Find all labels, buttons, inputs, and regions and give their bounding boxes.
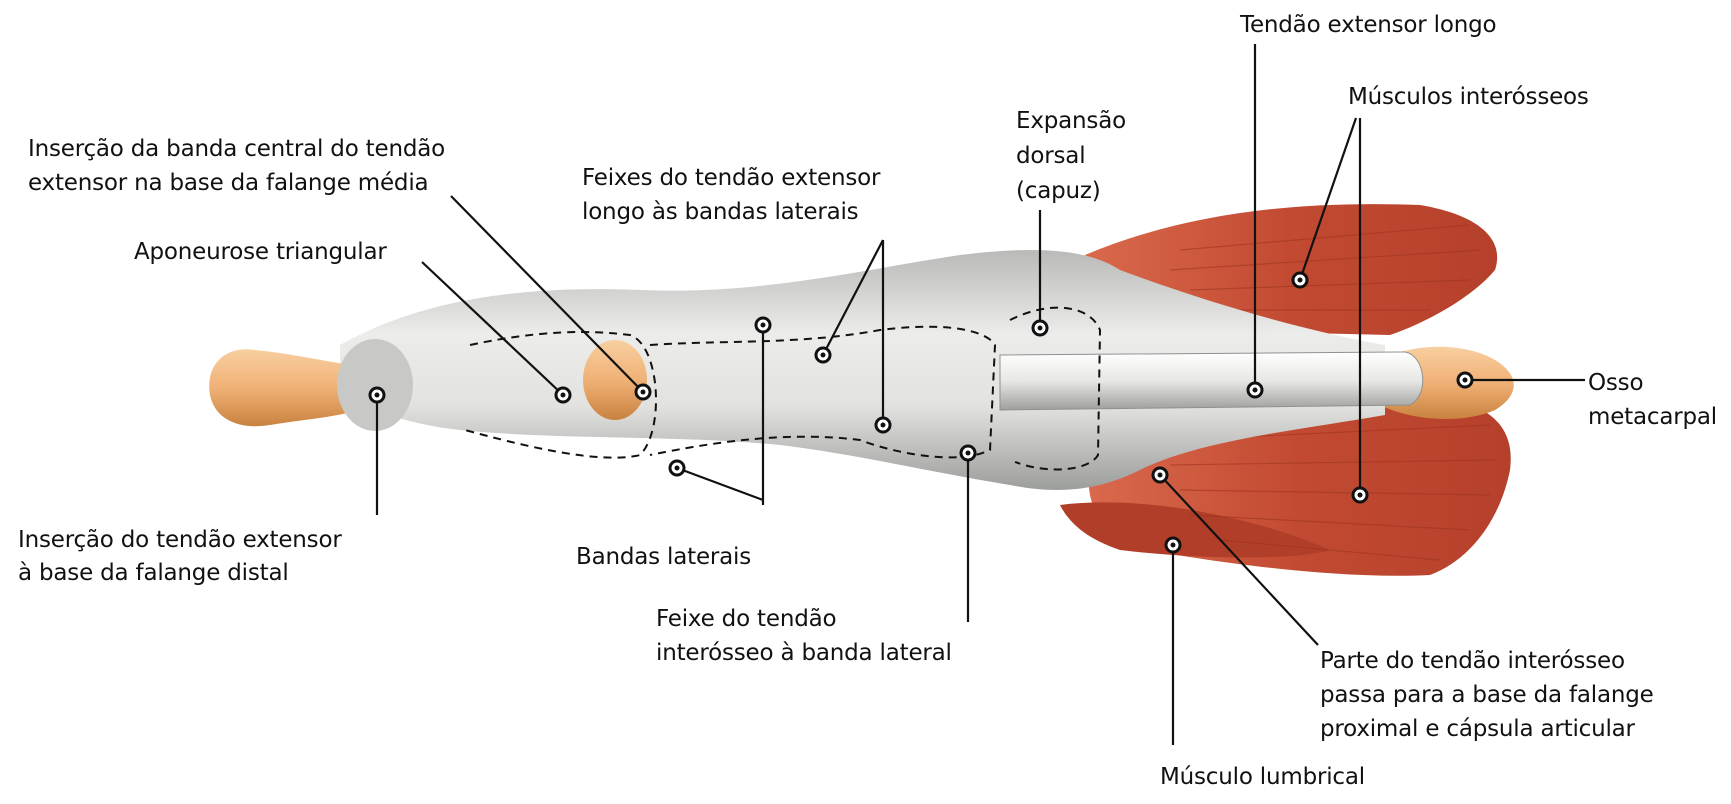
pin-marker [1166, 538, 1180, 552]
pin-marker [1033, 321, 1047, 335]
label-bandas-laterais: Bandas laterais [576, 542, 751, 573]
pin-marker [876, 418, 890, 432]
label-expansao-dorsal-3: (capuz) [1016, 176, 1101, 207]
pin-marker [816, 348, 830, 362]
label-musculo-lumbrical: Músculo lumbrical [1160, 762, 1365, 793]
label-feixe-interosseo-1: Feixe do tendão [656, 604, 836, 635]
label-parte-tendao-interosseo-1: Parte do tendão interósseo [1320, 646, 1625, 677]
label-expansao-dorsal-1: Expansão [1016, 106, 1126, 137]
label-osso-metacarpal-1: Osso [1588, 368, 1643, 399]
pin-marker [756, 318, 770, 332]
label-feixes-tendao-extensor-1: Feixes do tendão extensor [582, 163, 880, 194]
label-aponeurose-triangular: Aponeurose triangular [134, 237, 387, 268]
label-osso-metacarpal-2: metacarpal [1588, 402, 1717, 433]
label-insercao-falange-distal-2: à base da falange distal [18, 558, 289, 589]
pin-marker [370, 388, 384, 402]
pin-marker [961, 446, 975, 460]
pin-marker [1153, 468, 1167, 482]
label-feixes-tendao-extensor-2: longo às bandas laterais [582, 197, 858, 228]
label-parte-tendao-interosseo-3: proximal e cápsula articular [1320, 714, 1635, 745]
pin-marker [1293, 273, 1307, 287]
label-musculos-interosseos: Músculos interósseos [1348, 82, 1589, 113]
label-expansao-dorsal-2: dorsal [1016, 141, 1085, 172]
pin-marker [670, 461, 684, 475]
label-tendao-extensor-longo: Tendão extensor longo [1240, 10, 1496, 41]
label-parte-tendao-interosseo-2: passa para a base da falange [1320, 680, 1654, 711]
label-insercao-falange-distal-1: Inserção do tendão extensor [18, 525, 342, 556]
label-insercao-banda-central-1: Inserção da banda central do tendão [28, 134, 445, 165]
pin-marker [556, 388, 570, 402]
label-insercao-banda-central-2: extensor na base da falange média [28, 168, 428, 199]
pin-marker [1248, 383, 1262, 397]
label-feixe-interosseo-2: interósseo à banda lateral [656, 638, 952, 669]
middle-phalanx-base [583, 340, 647, 420]
pin-marker [1458, 373, 1472, 387]
pin-marker [636, 385, 650, 399]
distal-joint [337, 339, 413, 431]
pin-marker [1353, 488, 1367, 502]
